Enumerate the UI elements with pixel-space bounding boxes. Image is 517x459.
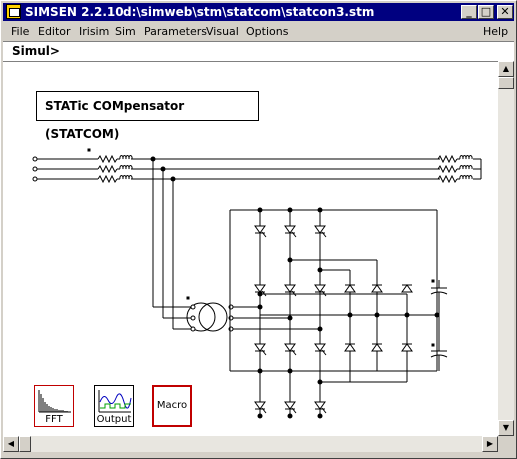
menu-visual[interactable]: Visual xyxy=(206,25,239,38)
horizontal-scrollbar[interactable]: ◀ ▶ xyxy=(3,436,498,452)
macro-tool[interactable]: Macro xyxy=(152,385,192,427)
scroll-down-arrow-icon[interactable]: ▼ xyxy=(498,420,514,436)
thyristor-icon-7[interactable] xyxy=(284,343,297,356)
thyristor-icon-9[interactable] xyxy=(254,401,267,414)
minimize-button[interactable]: _ xyxy=(461,5,477,19)
thyristor-icon-6[interactable] xyxy=(254,343,267,356)
schematic-title[interactable]: STATic COMpensator (STATCOM) xyxy=(36,91,259,141)
thyristor-icon-1[interactable] xyxy=(284,225,297,238)
scroll-left-arrow-icon[interactable]: ◀ xyxy=(3,436,19,452)
fft-spectrum-icon xyxy=(38,390,71,413)
vertical-scroll-thumb[interactable] xyxy=(498,77,514,89)
horizontal-scroll-thumb[interactable] xyxy=(19,436,31,452)
capacitor-icon[interactable] xyxy=(430,279,448,371)
app-title: SIMSEN 2.2.10 xyxy=(25,5,124,19)
simul-label: Simul> xyxy=(12,44,60,58)
menu-file[interactable]: File xyxy=(11,25,30,38)
circuit-diagram xyxy=(32,148,482,419)
thyristor-icon-4[interactable] xyxy=(284,284,297,297)
fft-label: FFT xyxy=(45,414,63,425)
file-path: d:\simweb\stm\statcom\statcon3.stm xyxy=(123,5,375,19)
simul-bar: Simul> xyxy=(3,41,514,61)
supply-lines xyxy=(32,148,482,182)
schematic-canvas[interactable]: STATic COMpensator (STATCOM) xyxy=(3,61,498,437)
thyristor-icon-8[interactable] xyxy=(314,343,327,356)
menu-options[interactable]: Options xyxy=(246,25,289,38)
macro-label: Macro xyxy=(156,400,188,411)
load-rl-elements[interactable] xyxy=(437,154,473,184)
diode-icon-5[interactable] xyxy=(401,343,413,352)
vertical-scrollbar[interactable]: ▲ ▼ xyxy=(498,61,514,436)
simsen-app-icon[interactable] xyxy=(6,4,21,19)
diode-array[interactable] xyxy=(344,284,413,352)
diode-icon-0[interactable] xyxy=(344,284,356,293)
scroll-up-arrow-icon[interactable]: ▲ xyxy=(498,61,514,77)
menu-irisim[interactable]: Irisim xyxy=(79,25,110,38)
thyristor-icon-10[interactable] xyxy=(284,401,297,414)
transformer-icon[interactable] xyxy=(186,302,320,332)
output-waveform-icon xyxy=(98,390,132,413)
menu-bar: File Editor Irisim Sim Parameters Visual… xyxy=(3,23,514,41)
output-tool[interactable]: Output xyxy=(94,385,134,427)
scroll-right-arrow-icon[interactable]: ▶ xyxy=(482,436,498,452)
fft-tool[interactable]: FFT xyxy=(34,385,74,427)
thyristor-icon-11[interactable] xyxy=(314,401,327,414)
output-label: Output xyxy=(96,414,132,425)
menu-help[interactable]: Help xyxy=(483,25,509,38)
thyristor-icon-5[interactable] xyxy=(314,284,327,297)
title-bar[interactable]: SIMSEN 2.2.10 d:\simweb\stm\statcom\stat… xyxy=(3,3,514,21)
menu-parameters[interactable]: Parameters xyxy=(144,25,207,38)
thyristor-icon-2[interactable] xyxy=(314,225,327,238)
diode-icon-2[interactable] xyxy=(401,284,413,293)
circuit-junctions xyxy=(257,207,440,419)
menu-editor[interactable]: Editor xyxy=(38,25,71,38)
source-rl-elements[interactable] xyxy=(97,154,133,184)
transformer-feed xyxy=(150,156,193,330)
menu-sim[interactable]: Sim xyxy=(115,25,136,38)
thyristor-icon-0[interactable] xyxy=(254,225,267,238)
diode-icon-3[interactable] xyxy=(344,343,356,352)
scrollbar-corner xyxy=(498,436,514,452)
diode-icon-4[interactable] xyxy=(371,343,383,352)
diode-icon-1[interactable] xyxy=(371,284,383,293)
close-button[interactable]: ✕ xyxy=(497,5,513,19)
maximize-button[interactable]: □ xyxy=(478,5,494,19)
